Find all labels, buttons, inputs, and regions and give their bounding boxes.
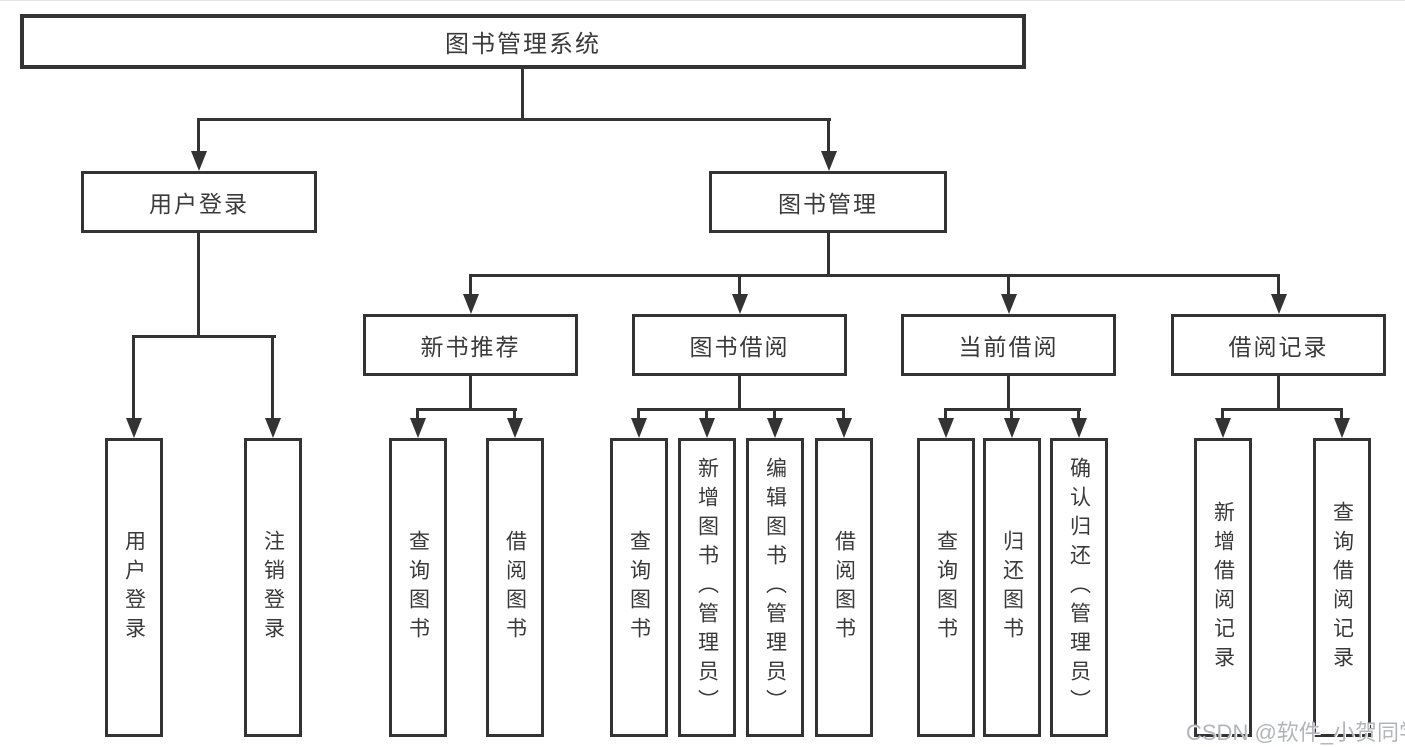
csdn-watermark: CSDN @软件_小贺同学 (1186, 720, 1405, 745)
leaf-query-books-1: 查询图书 (389, 438, 447, 737)
leaf-confirm-return-admin-label: 确认归还（管理员） (1067, 457, 1091, 718)
leaf-query-books-3-label: 查询图书 (934, 529, 958, 646)
connector-leaf-line (773, 410, 776, 419)
arrow-leaf (767, 418, 783, 438)
connector-book-borrow-branch (637, 408, 845, 411)
connector-root-branch (197, 118, 831, 121)
connector-leaf-line (132, 337, 135, 419)
node-new-books-label: 新书推荐 (420, 334, 521, 360)
arrow-leaf (631, 418, 647, 438)
connector-leaf-line (416, 410, 419, 419)
leaf-query-borrow-record-label: 查询借阅记录 (1330, 500, 1354, 675)
leaf-query-books-3: 查询图书 (917, 438, 975, 737)
node-borrow-records-label: 借阅记录 (1228, 334, 1329, 360)
node-user-login: 用户登录 (81, 171, 317, 233)
leaf-edit-books-admin-label: 编辑图书（管理员） (763, 457, 787, 718)
node-user-login-label: 用户登录 (149, 191, 249, 217)
leaf-add-borrow-record-label: 新增借阅记录 (1211, 500, 1235, 675)
connector-new-books-branch (416, 408, 517, 411)
arrow-leaf (1004, 418, 1020, 438)
node-book-borrow: 图书借阅 (632, 314, 847, 376)
node-borrow-records: 借阅记录 (1171, 314, 1386, 376)
leaf-add-borrow-record: 新增借阅记录 (1194, 438, 1252, 737)
leaf-user-login-label: 用户登录 (122, 529, 146, 646)
node-current-borrow-label: 当前借阅 (958, 334, 1059, 360)
arrow-leaf (836, 418, 852, 438)
connector-leaf-line (1010, 410, 1013, 419)
leaf-confirm-return-admin: 确认归还（管理员） (1050, 438, 1108, 737)
connector-leaf-line (1221, 410, 1224, 419)
arrow-to-book-mgmt (821, 151, 837, 171)
leaf-query-borrow-record: 查询借阅记录 (1313, 438, 1371, 737)
leaf-logout: 注销登录 (244, 438, 302, 737)
arrow-to-borrow-records (1271, 294, 1287, 314)
connector-book-borrow-stem (738, 376, 741, 410)
arrow-leaf (938, 418, 954, 438)
leaf-edit-books-admin: 编辑图书（管理员） (746, 438, 804, 737)
leaf-borrow-books-1-label: 借阅图书 (503, 529, 527, 646)
node-book-borrow-label: 图书借阅 (689, 334, 790, 360)
connector-leaf-line (944, 410, 947, 419)
leaf-return-books-label: 归还图书 (1000, 529, 1024, 646)
leaf-logout-label: 注销登录 (261, 529, 285, 646)
arrow-leaf (410, 418, 426, 438)
connector-leaf-line (842, 410, 845, 419)
connector-to-book-borrow (738, 276, 741, 295)
leaf-query-books-2-label: 查询图书 (627, 529, 651, 646)
leaf-return-books: 归还图书 (983, 438, 1041, 737)
connector-leaf-line (271, 337, 274, 419)
arrow-to-current-borrow (1001, 294, 1017, 314)
arrow-leaf (265, 418, 281, 438)
connector-user-login-stem (197, 233, 200, 337)
node-root-label: 图书管理系统 (445, 31, 601, 58)
leaf-user-login: 用户登录 (105, 438, 163, 737)
connector-leaf-line (513, 410, 516, 419)
connector-to-borrow-records (1277, 276, 1280, 295)
node-book-mgmt-label: 图书管理 (778, 191, 878, 217)
connector-book-mgmt-branch (469, 274, 1280, 277)
node-current-borrow: 当前借阅 (901, 314, 1116, 376)
arrow-to-new-books (463, 294, 479, 314)
connector-to-book-mgmt (827, 120, 830, 153)
leaf-query-books-1-label: 查询图书 (406, 529, 430, 646)
connector-leaf-line (705, 410, 708, 419)
arrow-leaf (1215, 418, 1231, 438)
leaf-add-books-admin: 新增图书（管理员） (678, 438, 736, 737)
connector-current-borrow-branch (944, 408, 1081, 411)
node-book-mgmt: 图书管理 (709, 171, 947, 233)
leaf-borrow-books-2-label: 借阅图书 (832, 529, 856, 646)
node-new-books: 新书推荐 (363, 314, 578, 376)
leaf-borrow-books-2: 借阅图书 (815, 438, 873, 737)
connector-book-mgmt-stem (827, 233, 830, 276)
arrow-to-book-borrow (732, 294, 748, 314)
connector-to-new-books (469, 276, 472, 295)
arrow-to-user-login (191, 151, 207, 171)
connector-leaf-line (1340, 410, 1343, 419)
arrow-leaf (1071, 418, 1087, 438)
connector-borrow-records-stem (1277, 376, 1280, 410)
connector-to-current-borrow (1007, 276, 1010, 295)
connector-leaf-line (1077, 410, 1080, 419)
arrow-leaf (507, 418, 523, 438)
arrow-leaf (126, 418, 142, 438)
leaf-query-books-2: 查询图书 (610, 438, 668, 737)
connector-user-login-branch (132, 335, 276, 338)
connector-borrow-records-branch (1221, 408, 1343, 411)
leaf-borrow-books-1: 借阅图书 (486, 438, 544, 737)
leaf-add-books-admin-label: 新增图书（管理员） (695, 457, 719, 718)
arrow-leaf (699, 418, 715, 438)
connector-root-stem (521, 68, 524, 120)
connector-leaf-line (637, 410, 640, 419)
arrow-leaf (1334, 418, 1350, 438)
connector-new-books-stem (469, 376, 472, 410)
connector-to-user-login (197, 120, 200, 153)
connector-current-borrow-stem (1007, 376, 1010, 410)
node-root: 图书管理系统 (20, 14, 1026, 69)
